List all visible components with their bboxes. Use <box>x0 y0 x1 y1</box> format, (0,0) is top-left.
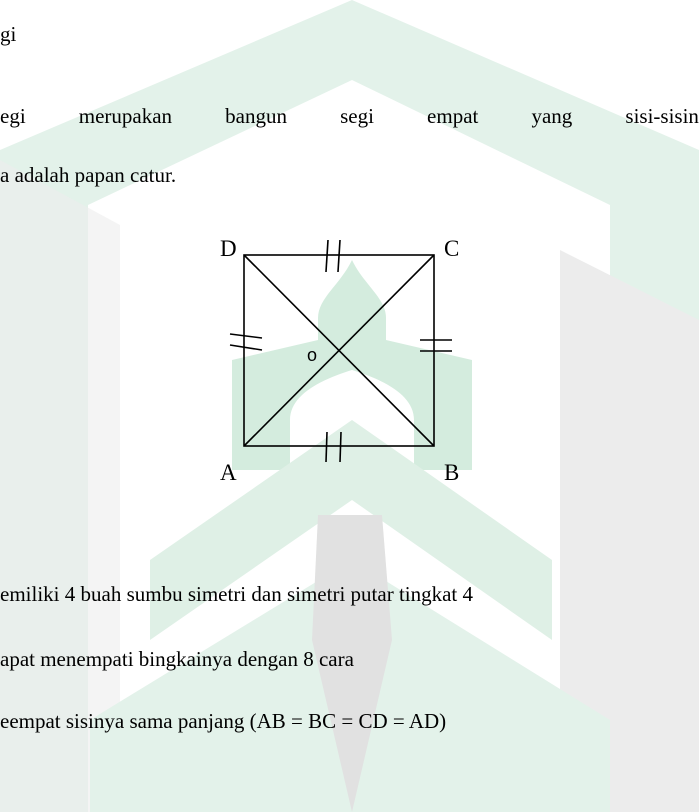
watermark-mosque <box>232 260 472 470</box>
text-line-3: a adalah papan catur. <box>0 163 177 187</box>
text-line-1: gi <box>0 22 17 46</box>
word: yang <box>531 104 573 128</box>
vertex-label-b: B <box>444 460 459 485</box>
tick-marks-bottom <box>325 431 342 463</box>
text-line-5: apat menempati bingkainya dengan 8 cara <box>0 647 354 671</box>
watermark-gray-band <box>560 250 699 812</box>
tick-marks-left <box>229 333 263 351</box>
watermark-pen-nib <box>312 515 392 812</box>
center-label-o: o <box>307 345 317 365</box>
watermark-chevron <box>150 420 552 640</box>
text-line-6: eempat sisinya sama panjang (AB = BC = C… <box>0 709 447 733</box>
vertex-label-d: D <box>220 236 237 261</box>
word: segi <box>340 104 374 128</box>
tick-marks-right <box>420 339 452 352</box>
word: sisi-sisin <box>625 104 699 128</box>
word: bangun <box>225 104 287 128</box>
diagonal-bd <box>243 254 435 447</box>
word: merupakan <box>78 104 173 128</box>
word: empat <box>427 104 479 128</box>
text-line-2: egi merupakan bangun segi empat yang sis… <box>0 104 699 129</box>
word: egi <box>0 104 26 128</box>
vertex-label-c: C <box>444 236 459 261</box>
text-line-4: emiliki 4 buah sumbu simetri dan simetri… <box>0 582 474 606</box>
watermark-gray-band-left <box>0 160 120 812</box>
vertex-label-a: A <box>220 460 237 485</box>
tick-marks-top <box>325 239 341 273</box>
